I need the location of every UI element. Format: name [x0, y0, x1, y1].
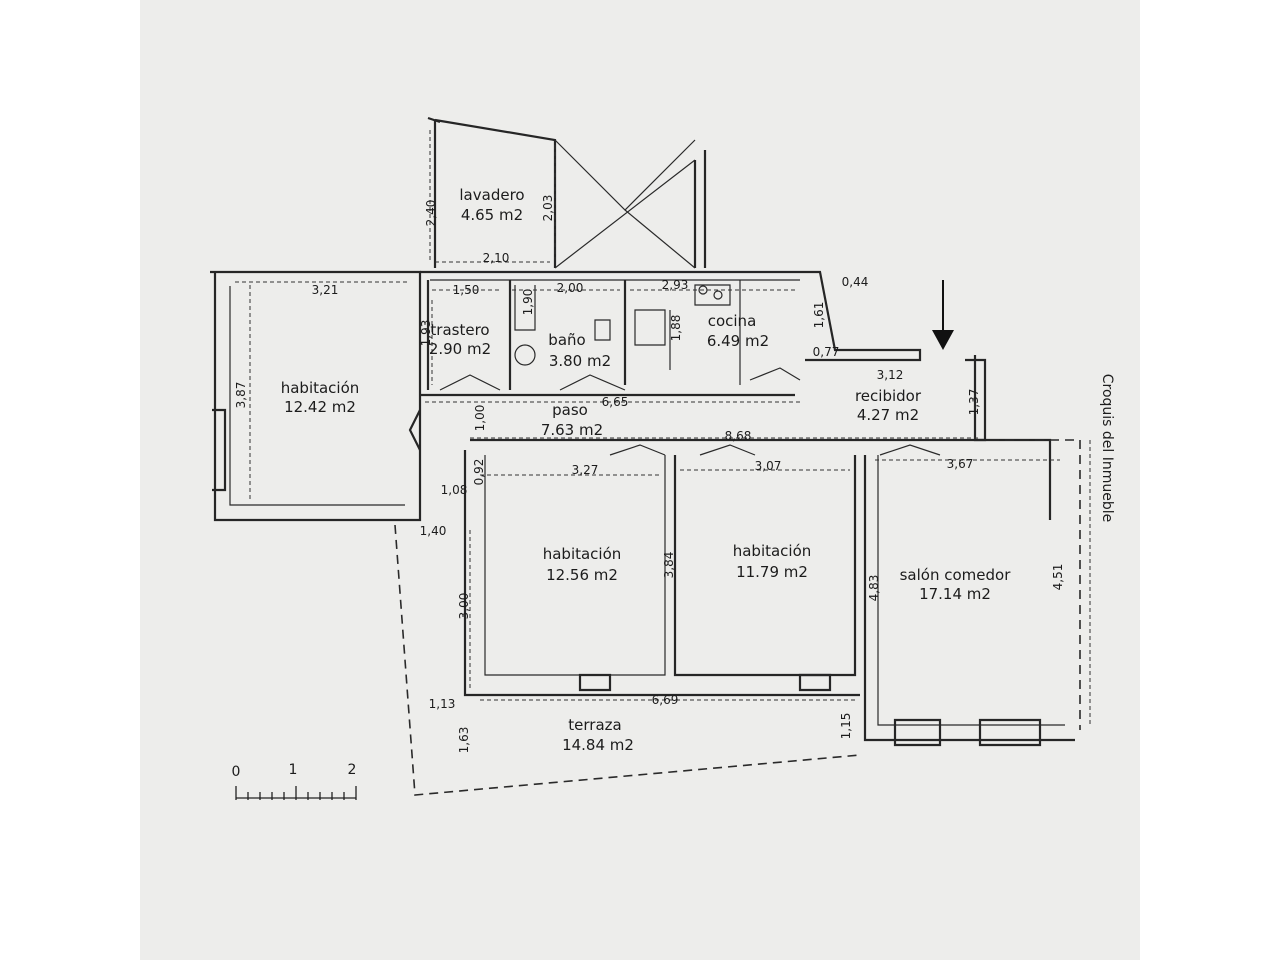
- dim-hab1-w: 3,21: [312, 283, 339, 297]
- plan-title: Croquis del Inmueble: [1099, 374, 1115, 523]
- dimension-lines: [235, 130, 1091, 725]
- dim-108: 1,08: [441, 483, 468, 497]
- dim-044: 0,44: [842, 275, 869, 289]
- paso-name: paso: [552, 401, 588, 419]
- cocina-name: cocina: [708, 312, 757, 330]
- dim-rec-h: 1,37: [967, 389, 981, 416]
- dim-lav-w: 2,10: [483, 251, 510, 265]
- dim-total-w: 8,68: [725, 429, 752, 443]
- dim-hab1-h: 3,87: [234, 382, 248, 409]
- terraza-area: 14.84 m2: [562, 736, 634, 754]
- habitacion1-area: 12.42 m2: [284, 398, 356, 416]
- habitacion1-name: habitación: [281, 379, 360, 397]
- dim-300: 3,00: [457, 593, 471, 620]
- dim-bano-w: 2,00: [557, 281, 584, 295]
- bano-area: 3.80 m2: [549, 352, 611, 370]
- entrance-arrow: [932, 280, 954, 350]
- dim-paso-w: 6,65: [602, 395, 629, 409]
- salon-area: 17.14 m2: [919, 585, 991, 603]
- dim-salon-w: 3,67: [947, 457, 974, 471]
- dim-tras-h: 1,93: [419, 320, 433, 347]
- dim-077: 0,77: [813, 345, 840, 359]
- scale-label-2: 2: [348, 762, 357, 778]
- dim-tras-w: 1,50: [453, 283, 480, 297]
- dim-hab3-w: 3,07: [755, 459, 782, 473]
- dim-coc-w: 2,93: [662, 278, 689, 292]
- salon-name: salón comedor: [900, 566, 1012, 584]
- dim-092: 0,92: [472, 459, 486, 486]
- dim-bano-h: 1,90: [521, 289, 535, 316]
- lavadero-name: lavadero: [459, 186, 524, 204]
- paso-area: 7.63 m2: [541, 421, 603, 439]
- trastero-name: trastero: [430, 321, 489, 339]
- corridor-walls: [408, 355, 1081, 730]
- plan-sheet: lavadero 4.65 m2 trastero 2.90 m2 baño 3…: [140, 0, 1140, 960]
- cocina-area: 6.49 m2: [707, 332, 769, 350]
- terraza-outline: [394, 524, 861, 796]
- dim-salon-h2: 4,51: [1051, 564, 1065, 591]
- habitacion3-area: 11.79 m2: [736, 563, 808, 581]
- dim-terr-w: 6,69: [652, 693, 679, 707]
- habitacion2-area: 12.56 m2: [546, 566, 618, 584]
- scale-label-0: 0: [232, 764, 241, 780]
- lavadero-area: 4.65 m2: [461, 206, 523, 224]
- recibidor-area: 4.27 m2: [857, 406, 919, 424]
- dim-coc-h: 1,88: [669, 315, 683, 342]
- top-walls: [210, 270, 922, 522]
- lower-walls: [463, 444, 1075, 747]
- dim-coc-h2: 1,61: [812, 302, 826, 329]
- dim-rec-w: 3,12: [877, 368, 904, 382]
- dim-163: 1,63: [457, 727, 471, 754]
- dim-115: 1,15: [839, 713, 853, 740]
- bano-name: baño: [548, 331, 585, 349]
- scale-label-1: 1: [289, 762, 298, 778]
- dim-salon-h: 4,83: [867, 575, 881, 602]
- floor-plan: lavadero 4.65 m2 trastero 2.90 m2 baño 3…: [210, 116, 1115, 800]
- dim-paso-h: 1,00: [473, 405, 487, 432]
- recibidor-name: recibidor: [855, 387, 922, 405]
- dim-lav-h: 2,40: [424, 200, 438, 227]
- dim-lav-h2: 2,03: [541, 195, 555, 222]
- habitacion3-name: habitación: [733, 542, 812, 560]
- terraza-name: terraza: [568, 716, 621, 734]
- trastero-area: 2.90 m2: [429, 340, 491, 358]
- dim-113: 1,13: [429, 697, 456, 711]
- dim-140: 1,40: [420, 524, 447, 538]
- dim-hab-h: 3,84: [662, 552, 676, 579]
- dim-hab2-w: 3,27: [572, 463, 599, 477]
- scale-bar: 0 1 2: [232, 762, 357, 800]
- habitacion2-name: habitación: [543, 545, 622, 563]
